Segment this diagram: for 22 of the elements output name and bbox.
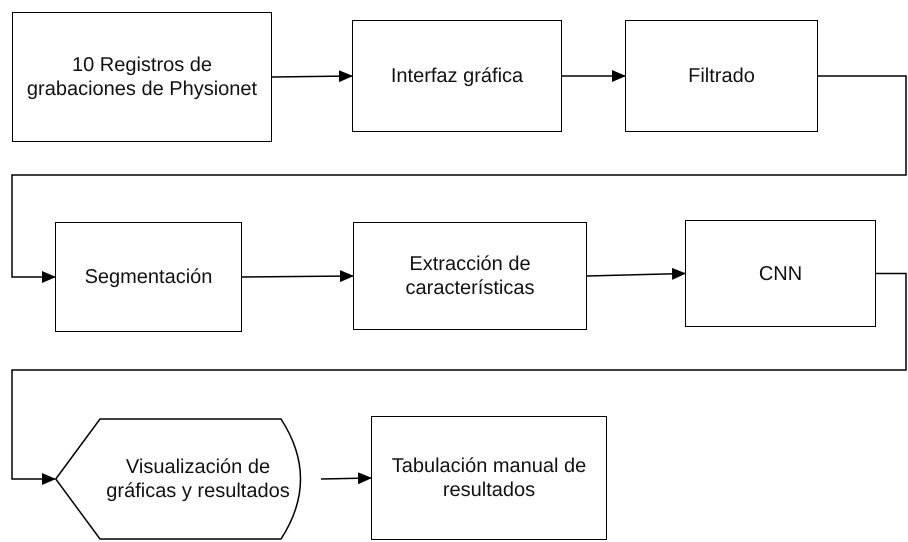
node-label: 10 Registros de grabaciones de Physionet xyxy=(26,53,258,101)
arrow xyxy=(11,272,907,485)
arrow xyxy=(320,472,372,484)
node-label: Filtrado xyxy=(688,64,755,88)
process-box xyxy=(625,20,818,132)
arrow xyxy=(562,70,626,82)
node-label: Segmentación xyxy=(84,265,212,289)
node-label: Visualización de gráficas y resultados xyxy=(105,455,291,503)
process-box xyxy=(685,220,876,327)
process-box xyxy=(55,222,242,332)
process-box xyxy=(353,222,587,330)
node-label: Extracción de características xyxy=(404,252,536,300)
process-box xyxy=(352,20,562,132)
arrow xyxy=(242,270,354,282)
arrow xyxy=(11,75,907,283)
node-label: CNN xyxy=(758,262,802,286)
arrow xyxy=(586,268,686,280)
node-label: Tabulación manual de resultados xyxy=(390,454,588,502)
node-label: Interfaz gráfica xyxy=(390,64,524,88)
process-box xyxy=(371,416,607,540)
arrow xyxy=(272,70,353,82)
process-box xyxy=(12,12,272,142)
